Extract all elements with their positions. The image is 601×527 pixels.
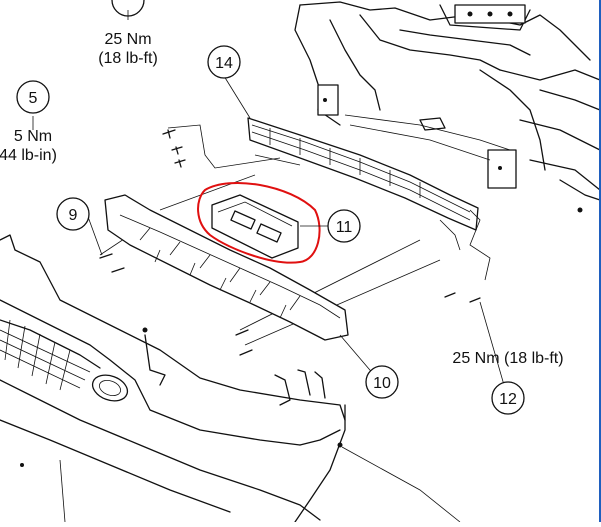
side-bolts <box>99 253 481 356</box>
callout-14: 14 <box>207 45 241 79</box>
callout-top-partial <box>111 0 145 17</box>
callout-9-label: 9 <box>69 207 78 224</box>
bumper-reinforcement-14 <box>247 117 479 231</box>
torque-left-nm: 5 Nm <box>14 128 52 145</box>
callout-5-label: 5 <box>29 90 38 107</box>
callout-12-label: 12 <box>499 391 517 408</box>
callout-10-label: 10 <box>373 375 391 392</box>
torque-top-nm: 25 Nm <box>104 31 151 48</box>
callout-5: 5 <box>16 80 50 114</box>
top-bolts <box>162 129 186 168</box>
energy-absorber-10 <box>104 194 349 341</box>
torque-top-lbft: (18 lb-ft) <box>98 50 158 67</box>
window-edge <box>599 0 601 522</box>
frame-bracket-right <box>487 149 517 189</box>
bracket-11 <box>211 194 299 259</box>
torque-left-lbin: 44 lb-in) <box>0 147 57 164</box>
callout-12: 12 <box>491 381 525 415</box>
callout-11-label: 11 <box>336 219 353 236</box>
callout-9: 9 <box>56 197 90 231</box>
callout-14-label: 14 <box>215 55 233 72</box>
callout-11: 11 <box>327 209 361 243</box>
torque-right: 25 Nm (18 lb-ft) <box>452 350 563 367</box>
radiator-support-frame <box>294 1 601 213</box>
bumper-cover <box>0 234 461 523</box>
callout-10: 10 <box>365 365 399 399</box>
highlight-circle <box>197 181 321 264</box>
frame-bracket-left <box>317 84 339 116</box>
